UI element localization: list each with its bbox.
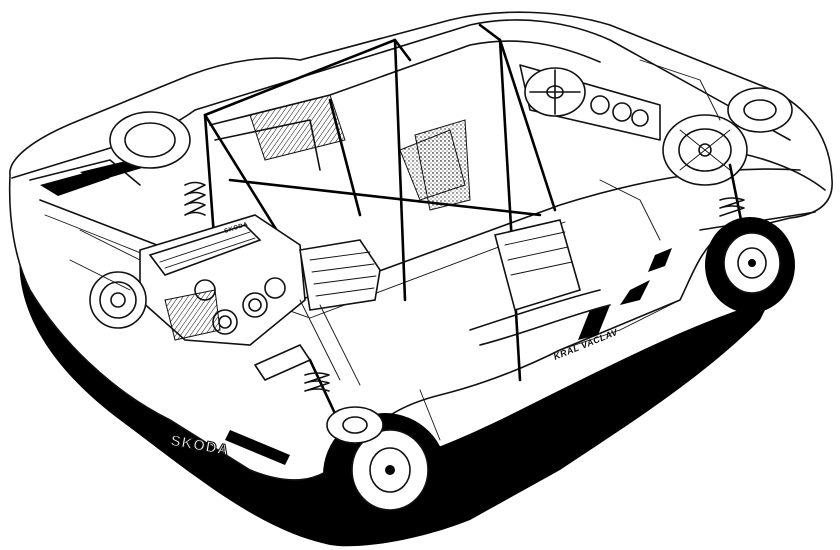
brake-disc <box>326 406 384 444</box>
gauge <box>590 95 610 115</box>
ground-shadow <box>19 250 770 547</box>
detail-lines <box>69 59 721 441</box>
engine: SKODA <box>89 214 381 346</box>
rear-stripes <box>40 160 290 465</box>
rear-right-wheel <box>323 413 447 537</box>
seat-back <box>399 129 466 201</box>
door-graphics <box>469 248 672 346</box>
rear-left-wheel <box>109 111 191 169</box>
dashboard <box>519 64 661 141</box>
driver-seat <box>494 219 581 312</box>
rear-right-suspension <box>304 358 384 444</box>
spare-wheel <box>727 87 793 133</box>
rear-bulkhead <box>249 94 346 161</box>
front-right-wheel <box>705 217 795 313</box>
front-left-wheel <box>662 114 748 186</box>
rear-coil-spring <box>184 181 206 216</box>
